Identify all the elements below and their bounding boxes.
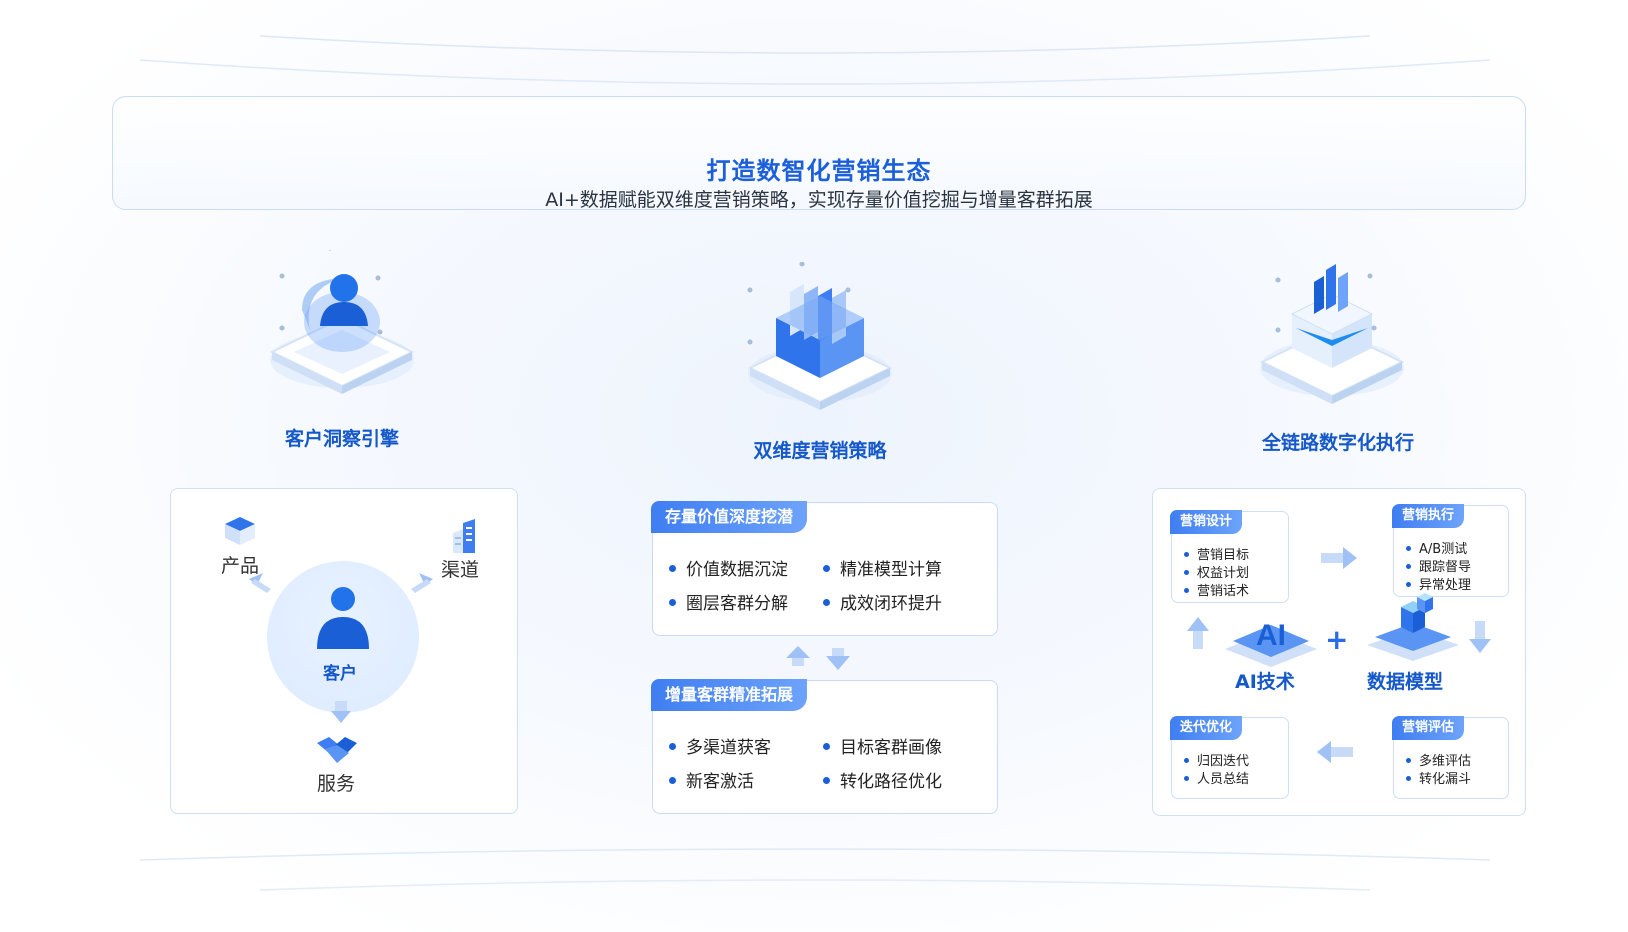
list-item: 多维评估 [1406,750,1471,769]
handshake-icon [317,737,357,763]
bar-chart-cube-icon [1259,264,1405,404]
header-banner: 打造数智化营销生态 AI+数据赋能双维度营销策略，实现存量价值挖掘与增量客群拓展 [112,96,1526,211]
marketing-evaluation-tag: 营销评估 [1392,716,1465,740]
incremental-customer-box: 增量客群精准拓展 多渠道获客 目标客群画像 新客激活 转化路径优化 [651,679,998,814]
stock-value-box: 存量价值深度挖潜 价值数据沉淀 精准模型计算 圈层客群分解 成效闭环提升 [651,501,998,636]
pillar-title-execution: 全链路数字化执行 [1261,432,1414,454]
product-label: 产品 [221,555,260,577]
list-item: 营销话术 [1184,580,1249,599]
list-item: 多渠道获客 [669,733,771,758]
customer-insight-icon [269,250,415,394]
execution-panel: 营销设计 营销目标 权益计划 营销话术 营销执行 A/B测试 跟踪督导 异常处理… [1152,488,1526,816]
list-item: 人员总结 [1184,768,1249,787]
ai-technology-label: AI技术 [1235,671,1295,693]
customer-label: 客户 [323,664,357,684]
marketing-execution-tag: 营销执行 [1392,504,1465,528]
list-item: 成效闭环提升 [823,589,942,614]
service-label: 服务 [317,773,356,795]
cycle-arrows [1187,547,1491,763]
customer-icon [317,587,369,649]
list-item: 目标客群画像 [823,733,942,758]
ai-glyph: AI [1256,619,1286,652]
list-item: 跟踪督导 [1406,556,1471,575]
page-subtitle: AI+数据赋能双维度营销策略，实现存量价值挖掘与增量客群拓展 [545,189,1093,211]
iteration-optimization-card: 迭代优化 归因迭代 人员总结 [1170,716,1289,799]
list-item: 转化路径优化 [823,767,942,792]
customer-insight-panel: 客户 产品 渠道 服务 [170,488,518,814]
ai-technology-icon: AI [1225,619,1317,667]
incremental-customer-tag: 增量客群精准拓展 [651,679,808,711]
marketing-design-card: 营销设计 营销目标 权益计划 营销话术 [1170,510,1289,603]
list-item: 精准模型计算 [823,555,942,580]
list-item: 新客激活 [669,767,754,792]
marketing-evaluation-card: 营销评估 多维评估 转化漏斗 [1392,716,1509,799]
channel-label: 渠道 [441,559,480,581]
list-item: 权益计划 [1184,562,1249,581]
marketing-execution-card: 营销执行 A/B测试 跟踪督导 异常处理 [1392,504,1509,597]
flow-arrows [249,573,433,723]
document-stack-icon [747,262,893,410]
list-item: 异常处理 [1406,574,1471,593]
list-item: A/B测试 [1406,538,1467,557]
bidirectional-arrows [786,646,850,670]
list-item: 归因迭代 [1184,750,1249,769]
plus-sign: + [1325,623,1349,656]
data-model-cube-icon [1367,593,1459,661]
list-item: 转化漏斗 [1406,768,1471,787]
stock-value-tag: 存量价值深度挖潜 [651,501,808,533]
data-model-label: 数据模型 [1367,671,1444,693]
product-box-icon [225,517,255,545]
list-item: 价值数据沉淀 [669,555,788,580]
channel-building-icon [453,519,475,553]
pillar-title-insight: 客户洞察引擎 [284,428,399,450]
page-title: 打造数智化营销生态 [706,157,932,185]
list-item: 圈层客群分解 [669,589,788,614]
marketing-design-tag: 营销设计 [1170,510,1243,534]
pillar-title-strategy: 双维度营销策略 [753,440,887,462]
iteration-optimization-tag: 迭代优化 [1170,716,1243,740]
list-item: 营销目标 [1184,544,1249,563]
